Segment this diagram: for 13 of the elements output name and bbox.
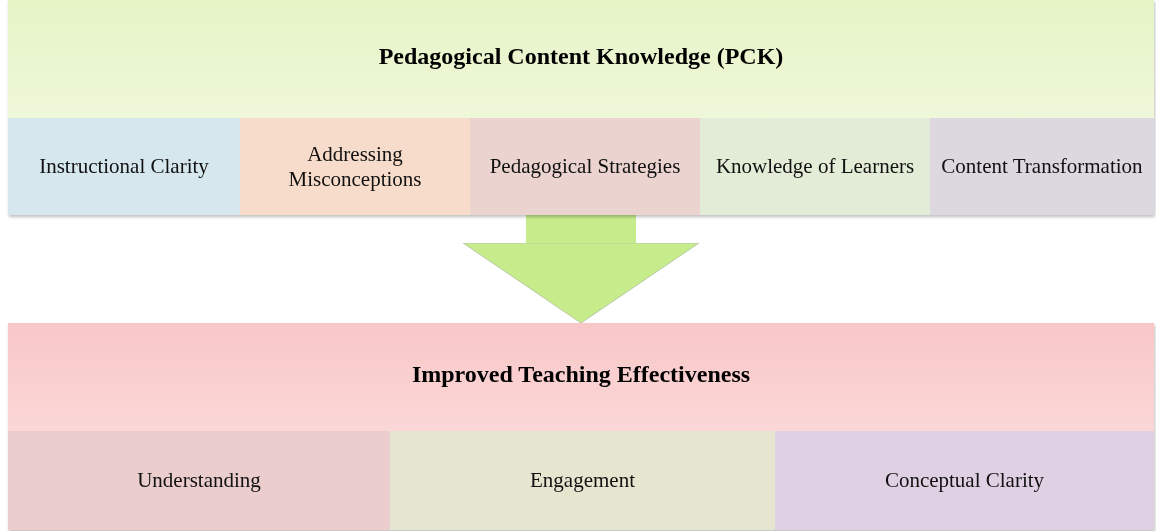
panel-heading: Pedagogical Content Knowledge (PCK) — [377, 43, 785, 70]
category-cell: Pedagogical Strategies — [470, 118, 700, 215]
panel-heading: Improved Teaching Effectiveness — [410, 361, 752, 388]
panel — [8, 0, 1154, 215]
category-cell: Knowledge of Learners — [700, 118, 930, 215]
category-cell: Understanding — [8, 431, 390, 530]
panel — [8, 323, 1154, 530]
category-cell: Engagement — [390, 431, 775, 530]
category-cell: Content Transformation — [930, 118, 1154, 215]
category-cell: Addressing Misconceptions — [240, 118, 470, 215]
category-cell: Conceptual Clarity — [775, 431, 1154, 530]
block-arrow — [462, 215, 700, 324]
category-cell: Instructional Clarity — [8, 118, 240, 215]
